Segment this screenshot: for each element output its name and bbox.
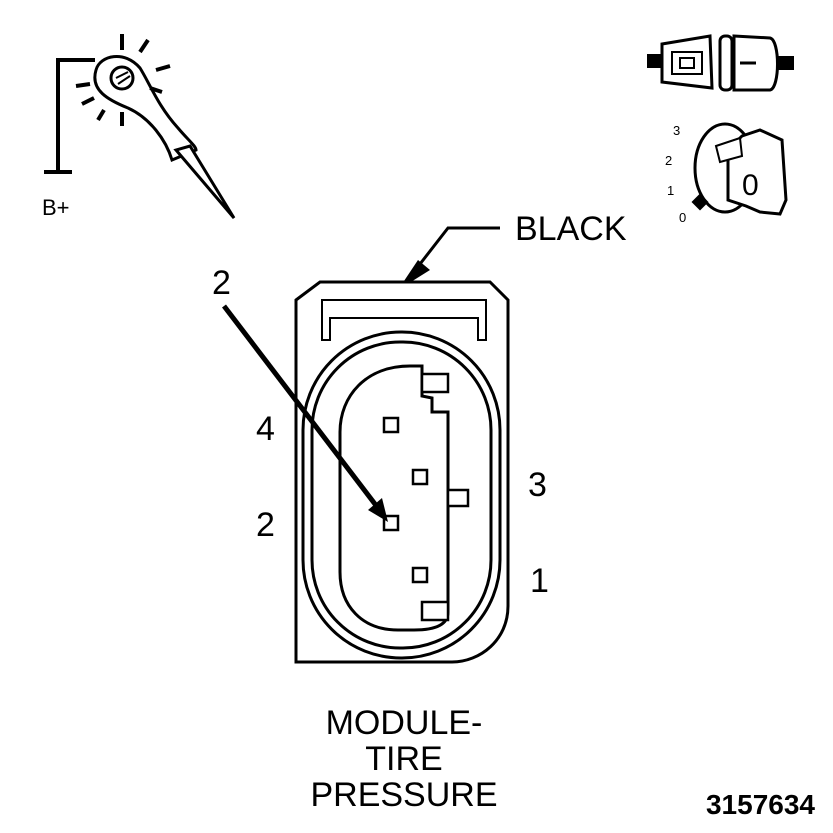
ignition-position-3: 3 <box>673 123 680 138</box>
pin-4-label: 4 <box>256 410 275 448</box>
connector-disconnect-icon <box>647 34 794 92</box>
callout-pin-label: 2 <box>212 264 231 302</box>
ignition-position-2: 2 <box>665 153 672 168</box>
ignition-position-1: 1 <box>667 183 674 198</box>
connector-body <box>294 280 510 664</box>
ignition-key-label: 0 <box>742 169 759 202</box>
figure-number: 3157634 <box>706 789 815 820</box>
callout-arrow-line <box>222 304 380 510</box>
terminal-3 <box>411 468 429 486</box>
pin-2-label: 2 <box>256 506 275 544</box>
pin-1-label: 1 <box>530 562 549 600</box>
terminal-2 <box>382 514 400 532</box>
callout-arrowhead <box>368 498 388 522</box>
pin-3-label: 3 <box>528 466 547 504</box>
ignition-key-icon <box>691 122 788 216</box>
title-line-3: PRESSURE <box>310 776 497 814</box>
ignition-position-0: 0 <box>679 210 686 225</box>
b-plus-label: B+ <box>42 195 70 220</box>
wire-color-label: BLACK <box>515 210 627 248</box>
test-light-probe-icon <box>44 34 236 219</box>
title-line-1: MODULE- <box>326 704 483 742</box>
title-line-2: TIRE <box>365 740 442 778</box>
terminal-4 <box>382 416 400 434</box>
terminal-1 <box>411 566 429 584</box>
